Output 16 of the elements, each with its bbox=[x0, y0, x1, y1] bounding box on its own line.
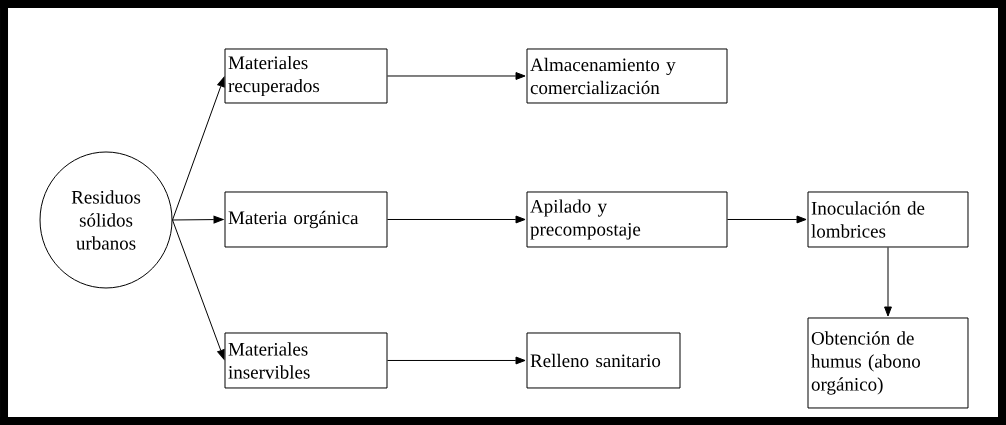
arrow bbox=[387, 72, 526, 80]
process-box: Relleno sanitario bbox=[526, 332, 681, 389]
arrow bbox=[884, 247, 892, 317]
arrow bbox=[387, 356, 526, 365]
process-box: Materiales recuperados bbox=[224, 48, 388, 104]
process-box: Inoculación de lombrices bbox=[807, 191, 969, 248]
process-box: Almacenamiento y comercialización bbox=[526, 48, 728, 104]
arrow bbox=[387, 215, 526, 224]
arrow bbox=[727, 215, 807, 224]
arrow bbox=[172, 76, 225, 221]
process-box: Obtención de humus (abono orgánico) bbox=[807, 317, 969, 409]
arrow bbox=[172, 219, 225, 360]
arrow bbox=[172, 215, 224, 224]
process-box: Apilado y precompostaje bbox=[526, 191, 728, 248]
process-box: Materia orgánica bbox=[224, 191, 388, 248]
process-box: Materiales inservibles bbox=[224, 332, 388, 389]
